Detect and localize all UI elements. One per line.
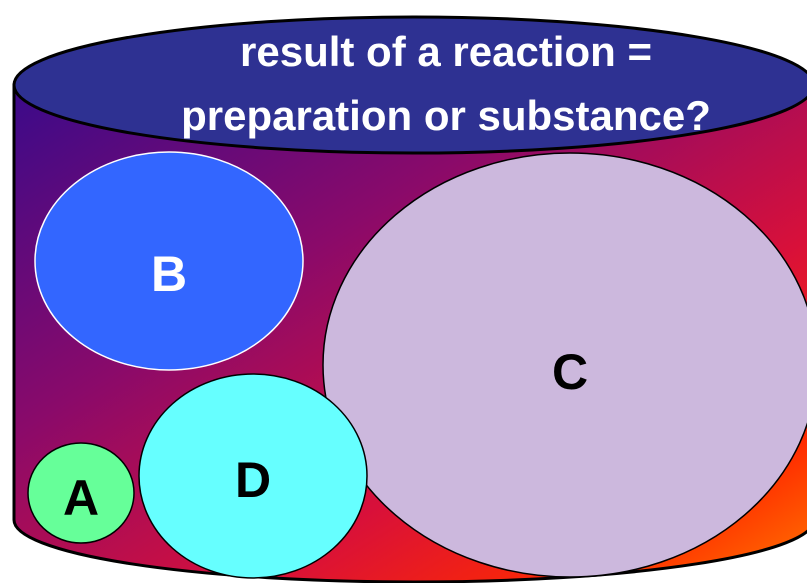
set-a-circle (27, 442, 135, 544)
set-d-label: D (235, 452, 271, 508)
cylinder-lid (12, 15, 807, 155)
set-b-label: B (151, 246, 187, 302)
set-c-circle (322, 152, 807, 578)
title-line-1: result of a reaction = (240, 28, 652, 75)
set-a-label: A (63, 470, 99, 526)
set-c-label: C (552, 344, 588, 400)
set-b-circle (34, 151, 304, 371)
title-line-2: preparation or substance? (181, 92, 711, 139)
set-d-circle (138, 373, 368, 579)
